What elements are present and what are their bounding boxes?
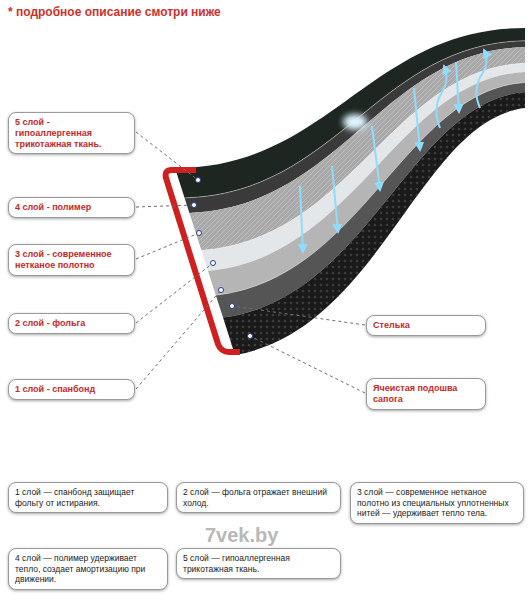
heat-glow (343, 114, 367, 130)
box-text: 2 слой - фольга (15, 318, 128, 329)
box-text: 4 слой - полимер (15, 202, 128, 213)
description-box: 4 слой — полимер удерживает тепло, созда… (8, 548, 168, 590)
box-text: Ячеистая подошва сапога (373, 383, 479, 405)
description-box: 3 слой — современное нетканое полотно из… (350, 482, 524, 524)
box-text: 5 слой — гипоаллергенная трикотажная тка… (183, 553, 334, 574)
layer-callout: 1 слой - спанбонд (8, 379, 135, 400)
layer-callout: 4 слой - полимер (8, 197, 135, 218)
box-text: 2 слой — фольга отражает внешний холод. (183, 487, 334, 508)
description-box: 2 слой — фольга отражает внешний холод. (176, 482, 341, 513)
leader-lines (136, 132, 365, 393)
layer-sole (223, 92, 525, 355)
box-text: 4 слой — полимер удерживает тепло, созда… (15, 553, 161, 585)
watermark: 7vek.by (205, 524, 278, 547)
layer-bracket (166, 170, 240, 352)
box-text: Стелька (373, 320, 479, 331)
box-text: 3 слой — современное нетканое полотно из… (357, 487, 517, 519)
layer-seams (185, 41, 525, 295)
layer-callout: 5 слой - гипоаллергенная трикотажная тка… (8, 112, 135, 154)
heat-arrows (300, 50, 487, 252)
box-text: 3 слой - современное нетканое полотно (15, 249, 128, 271)
leader-dots (192, 178, 253, 339)
description-box: 5 слой — гипоаллергенная трикотажная тка… (176, 548, 341, 579)
layers (175, 28, 525, 355)
layer-callout: Ячеистая подошва сапога (366, 378, 486, 410)
box-text: 1 слой - спанбонд (15, 384, 128, 395)
layer-sole-cells (223, 92, 525, 355)
layer-callout: 3 слой - современное нетканое полотно (8, 244, 135, 276)
description-box: 1 слой — спанбонд защищает фольгу от ист… (8, 482, 168, 513)
layer-callout: Стелька (366, 315, 486, 336)
layer-callout: 2 слой - фольга (8, 313, 135, 334)
note-title: * подробное описание смотри ниже (8, 5, 221, 19)
box-text: 5 слой - гипоаллергенная трикотажная тка… (15, 117, 128, 149)
box-text: 1 слой — спанбонд защищает фольгу от ист… (15, 487, 161, 508)
